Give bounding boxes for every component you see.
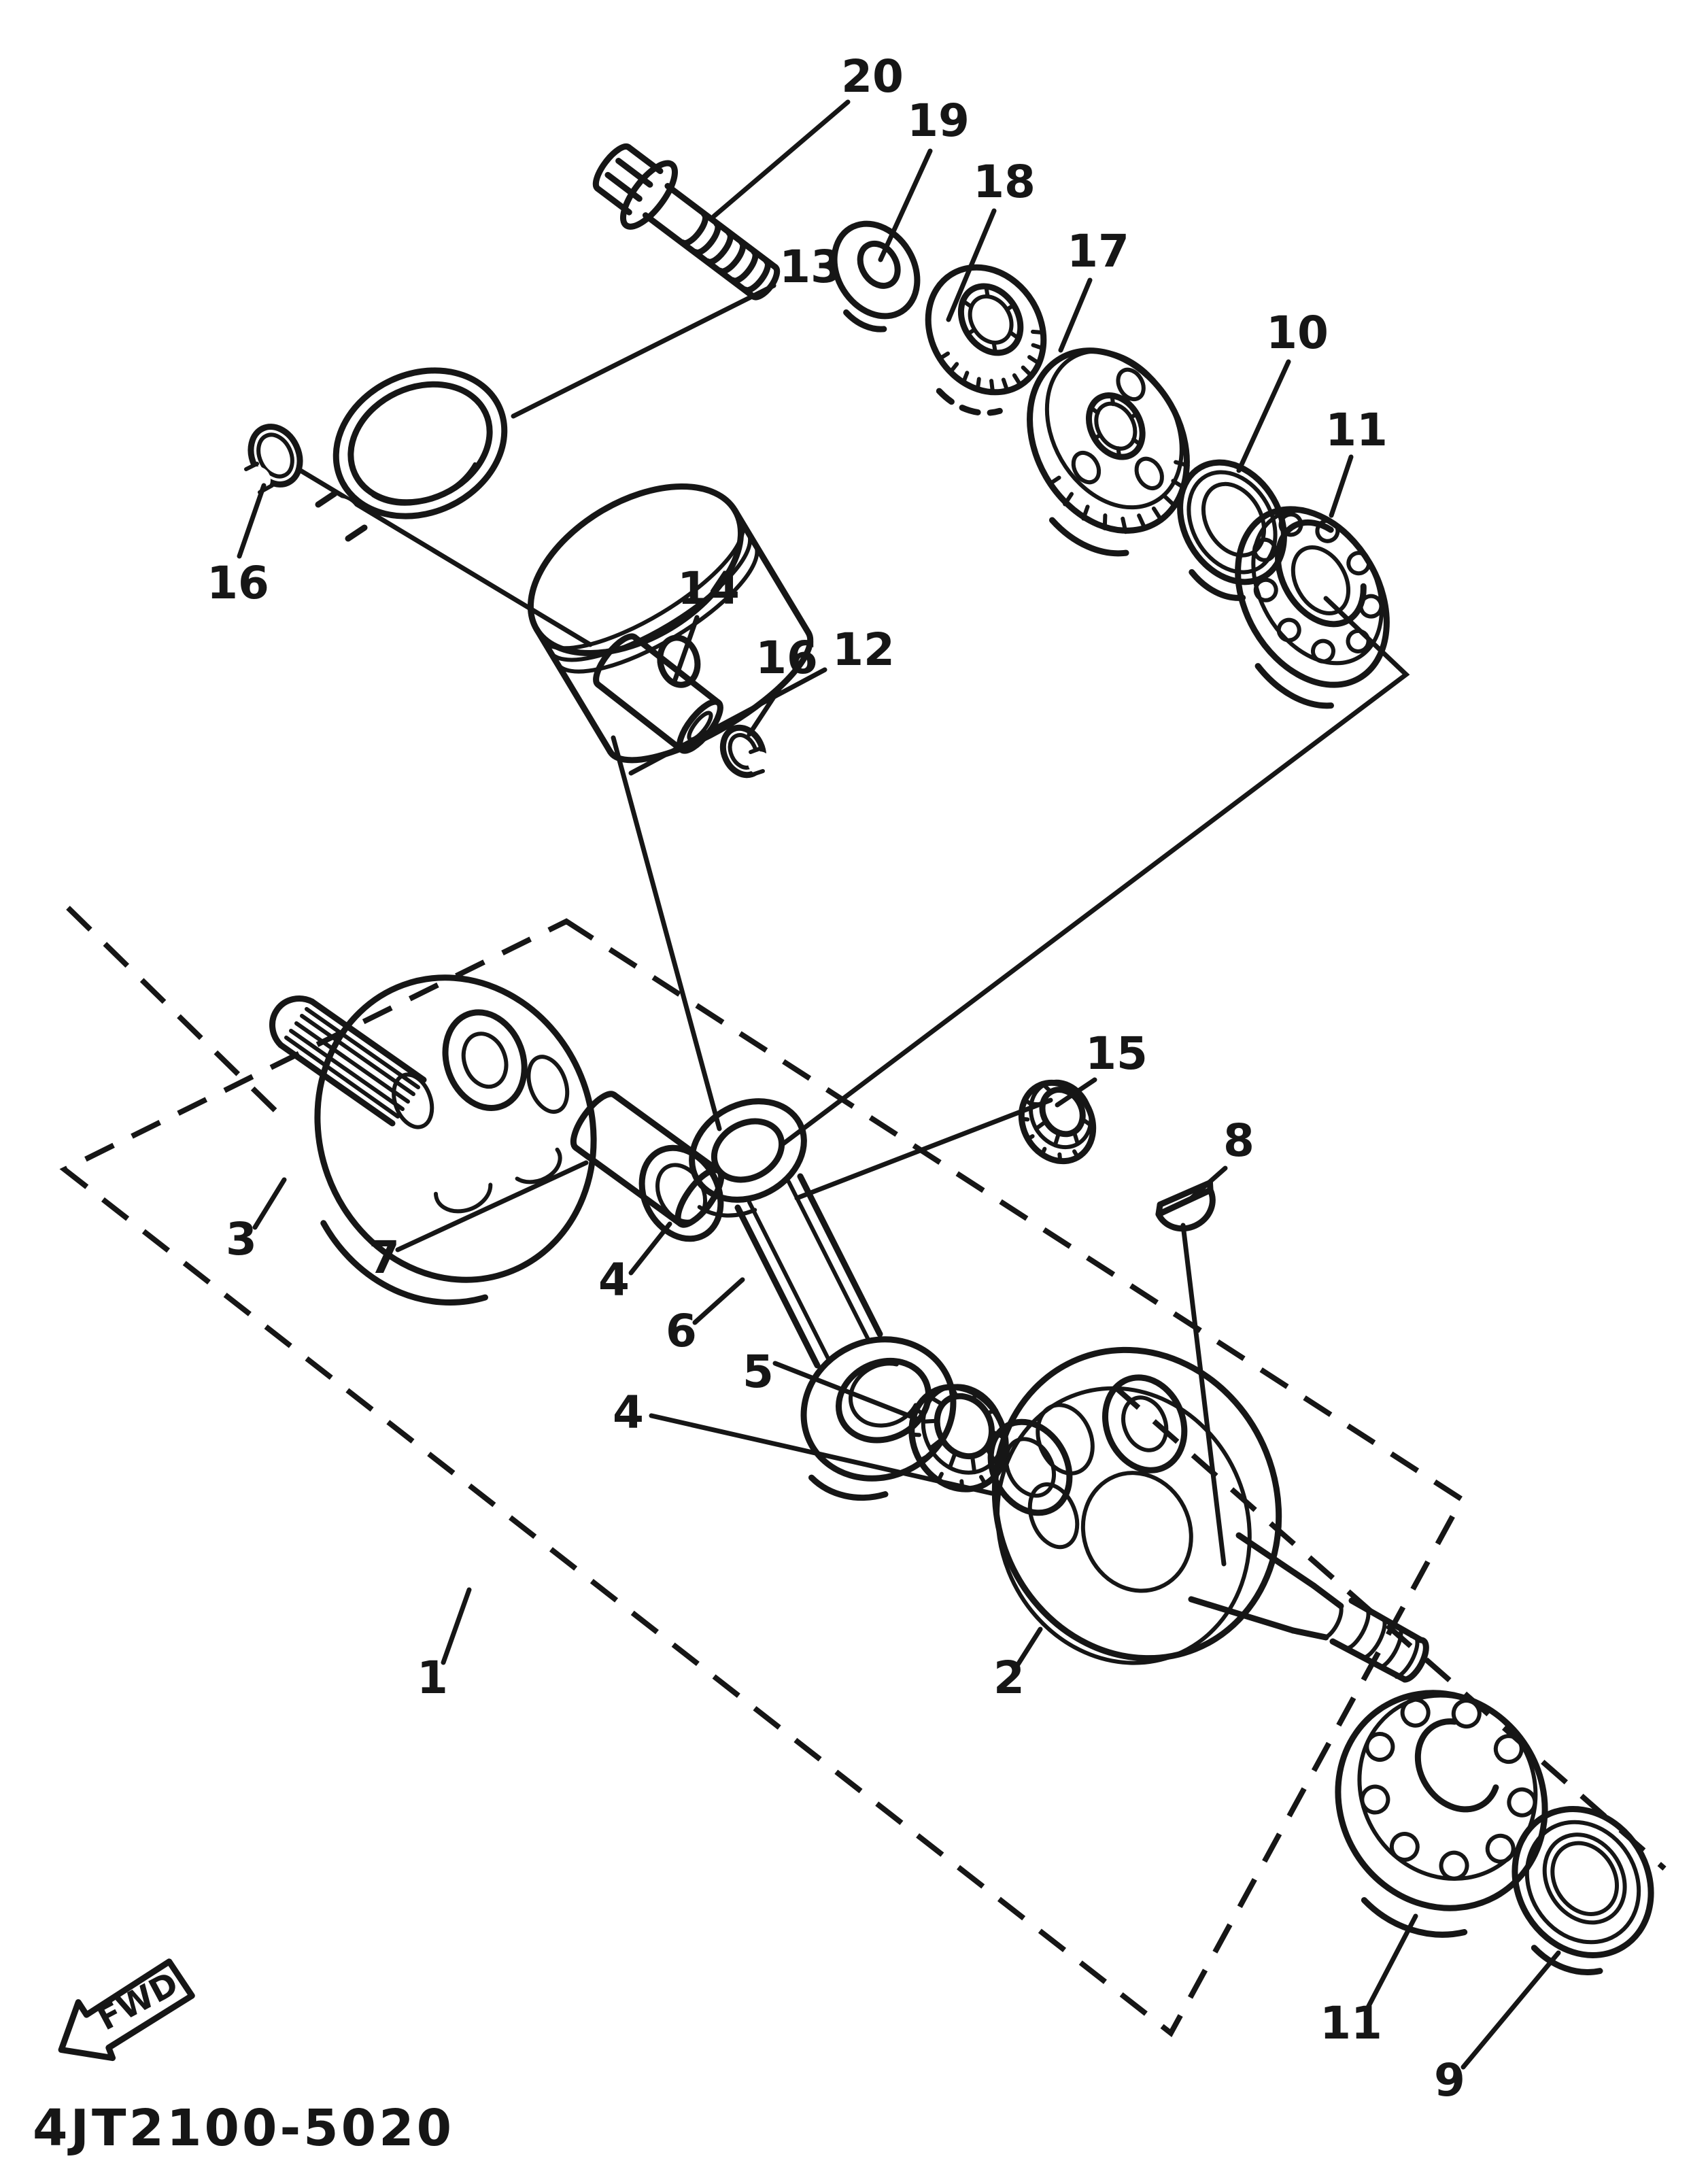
part-14-piston-pin [593, 633, 723, 754]
leader-15 [1055, 1077, 1097, 1108]
gear-18-teeth-hatch [938, 329, 1046, 394]
leader-14 [672, 615, 700, 684]
callout-5[interactable]: 5 [742, 1346, 774, 1398]
part-6-connecting-rod [689, 1098, 957, 1501]
part-10-oil-seal [1177, 459, 1287, 601]
bearing-11b-balls [1360, 1697, 1537, 1881]
callout-15[interactable]: 15 [1085, 1027, 1148, 1080]
callout-8[interactable]: 8 [1223, 1114, 1254, 1167]
part-12-piston [527, 483, 814, 764]
fwd-arrow: FWD [58, 1958, 195, 2062]
callout-16a[interactable]: 16 [207, 557, 269, 609]
leader-3 [252, 1177, 287, 1230]
part-16a-pin-clip [243, 424, 303, 494]
leader-1 [441, 1587, 472, 1665]
leader-7 [395, 1160, 589, 1252]
part-3-crank-half-left [269, 974, 597, 1306]
callout-11a[interactable]: 11 [1325, 404, 1388, 456]
leader-10 [1236, 359, 1291, 473]
fwd-arrow-outline [58, 1958, 195, 2062]
part-5-bigend-bearing [908, 1384, 1009, 1493]
gear-17-spline-bore-hatch [1089, 393, 1143, 460]
clip-to-piston-line [298, 468, 593, 647]
part-2-crank-half-right [991, 1346, 1429, 1683]
callout-9[interactable]: 9 [1434, 2054, 1465, 2107]
assembly-lines [298, 468, 1410, 1567]
callout-14[interactable]: 14 [677, 562, 740, 615]
callout-12[interactable]: 12 [832, 624, 895, 676]
gear-18-spline-bore-hatch [961, 284, 1021, 355]
callout-17[interactable]: 17 [1067, 225, 1129, 277]
smallend-bearing-line [794, 1097, 1053, 1201]
leader-12 [628, 667, 827, 776]
part-13-piston-ring [315, 367, 508, 542]
callout-11b[interactable]: 11 [1320, 1997, 1382, 2049]
leader-13 [511, 283, 776, 419]
callout-1[interactable]: 1 [417, 1652, 448, 1704]
rod-big-end [800, 1336, 957, 1501]
crank-3-web [314, 974, 597, 1306]
callout-20[interactable]: 20 [841, 50, 904, 103]
callout-19[interactable]: 19 [907, 95, 970, 147]
part-17-drive-gear [1027, 347, 1190, 557]
part-16b-pin-clip [719, 724, 771, 779]
leader-19 [878, 148, 933, 262]
callout-4b[interactable]: 4 [613, 1386, 644, 1439]
leader-18 [946, 208, 997, 322]
leader-16a [237, 483, 267, 559]
part-18-spline-gear [925, 264, 1047, 416]
part-20-bolt [592, 143, 781, 301]
callout-13[interactable]: 13 [779, 241, 842, 293]
piston-to-rod-line [611, 735, 722, 1131]
piston-pin-boss [657, 634, 701, 688]
callout-4a[interactable]: 4 [598, 1254, 630, 1306]
clip-gap [748, 751, 771, 774]
rod-beam [734, 1173, 883, 1369]
callout-7[interactable]: 7 [369, 1231, 400, 1284]
callouts: 20 19 18 17 10 11 13 16 12 14 16 15 8 3 … [207, 50, 1561, 2107]
part-9-oil-seal [1511, 1806, 1654, 1975]
leader-11a [1329, 454, 1354, 518]
callout-2[interactable]: 2 [993, 1652, 1025, 1704]
callout-3[interactable]: 3 [226, 1213, 257, 1265]
ring-gap [318, 498, 359, 539]
leader-4b [649, 1413, 994, 1496]
leader-9 [1461, 1950, 1561, 2070]
leader-6 [692, 1277, 745, 1325]
crank-2-web [991, 1346, 1282, 1665]
leader-2 [1015, 1626, 1043, 1667]
part-11b-ball-bearing [1335, 1690, 1548, 1938]
leader-4a [628, 1221, 672, 1276]
leader-11b [1365, 1913, 1418, 2010]
crank-2-shaft [1188, 1532, 1429, 1683]
bearing-15-needle-hatch [1029, 1081, 1093, 1148]
bearing-seal-group-dash [1113, 1384, 1667, 1871]
leader-16b [747, 684, 783, 737]
part-4a-washer [638, 1144, 724, 1242]
part-19-washer [831, 220, 921, 333]
part-8-woodruff-key [1155, 1179, 1216, 1232]
boundary-extra-dash [66, 906, 288, 1123]
crank-3-spline-shaft [269, 995, 427, 1127]
fiche-number: 4JT2100-5020 [33, 2099, 454, 2158]
assembly-boundary-dashed-box [59, 906, 1667, 2038]
leader-8 [1187, 1165, 1228, 1202]
leader-17 [1058, 277, 1093, 353]
key-to-shaft-line [1180, 1223, 1227, 1567]
gear-17-teeth-hatch [1048, 460, 1190, 534]
part-15-smallend-bearing [1018, 1079, 1097, 1165]
leader-5 [772, 1361, 922, 1422]
part-11a-ball-bearing [1235, 506, 1390, 709]
callout-18[interactable]: 18 [973, 156, 1036, 208]
assembly-1-outline [59, 918, 1466, 2038]
callout-6[interactable]: 6 [666, 1305, 697, 1357]
callout-16b[interactable]: 16 [755, 632, 818, 684]
callout-10[interactable]: 10 [1266, 307, 1329, 359]
bearing-11a-balls [1252, 512, 1384, 664]
bearing-to-crank-line [781, 596, 1410, 1146]
rod-small-end [689, 1098, 807, 1218]
leader-20 [711, 99, 851, 219]
